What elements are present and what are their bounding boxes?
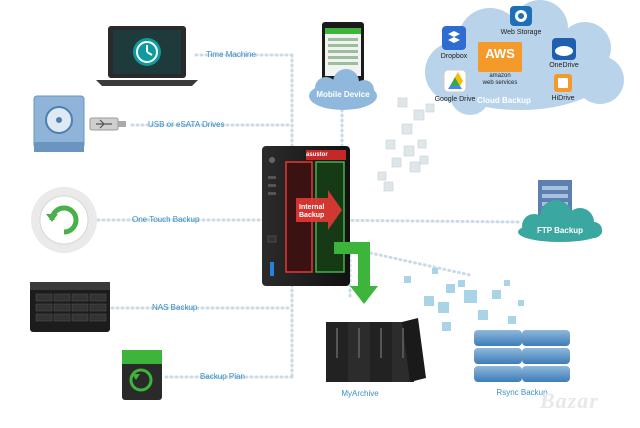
usb-drives-label: USB or eSATA Drives: [148, 120, 225, 129]
web-storage-icon: [510, 6, 532, 26]
ftp-backup-label: FTP Backup: [536, 226, 584, 235]
laptop-icon: [96, 26, 198, 86]
watermark: Bazar: [540, 388, 599, 413]
backup-plan-icon: [122, 350, 162, 400]
cloud-backup-label: Cloud Backup: [477, 96, 531, 105]
decor-cubes-grey: [377, 97, 435, 192]
google-drive-label: Google Drive: [434, 96, 476, 103]
internal-backup-arrow: [296, 190, 342, 230]
decor-cubes-blue: [404, 268, 524, 331]
one-touch-backup-label: One Touch Backup: [132, 215, 200, 224]
aws-line2: web services: [482, 80, 518, 86]
backup-plan-label: Backup Plan: [200, 372, 245, 381]
onedrive-icon: [552, 38, 576, 60]
mobile-device-label: Mobile Device: [316, 90, 370, 99]
aws-icon: [478, 42, 522, 72]
google-drive-icon: [443, 69, 467, 93]
rsync-backup-label: Rsync Backup: [496, 388, 548, 397]
optical-drive-icon: [33, 95, 85, 152]
mobile-device-cloud: [309, 69, 377, 110]
onedrive-label: OneDrive: [549, 62, 579, 69]
internal-backup-label-1: Internal: [299, 204, 325, 211]
myarchive-drives-icon: [326, 318, 426, 382]
time-machine-label: Time Machine: [206, 50, 256, 59]
dropbox-label: Dropbox: [440, 53, 468, 60]
aws-logo-text: AWS: [485, 46, 515, 61]
rsync-server-racks-icon: [474, 330, 570, 382]
hidrive-label: HiDrive: [551, 95, 575, 102]
myarchive-label: MyArchive: [341, 389, 379, 398]
hidrive-icon: [554, 74, 572, 92]
green-down-arrow: [334, 242, 378, 304]
aws-line1: amazon: [489, 73, 511, 79]
nas-device-icon: [30, 282, 110, 332]
nas-brand-logo: asustor: [306, 152, 328, 158]
usb-stick-icon: [89, 117, 126, 131]
web-storage-label: Web Storage: [500, 29, 542, 36]
dropbox-icon: [442, 26, 466, 50]
nas-backup-label: NAS Backup: [152, 303, 198, 312]
one-touch-backup-icon: [31, 187, 97, 253]
mobile-device-icon: [322, 22, 364, 82]
ftp-cloud-shape: [518, 200, 602, 242]
internal-backup-label-2: Backup: [299, 212, 325, 219]
